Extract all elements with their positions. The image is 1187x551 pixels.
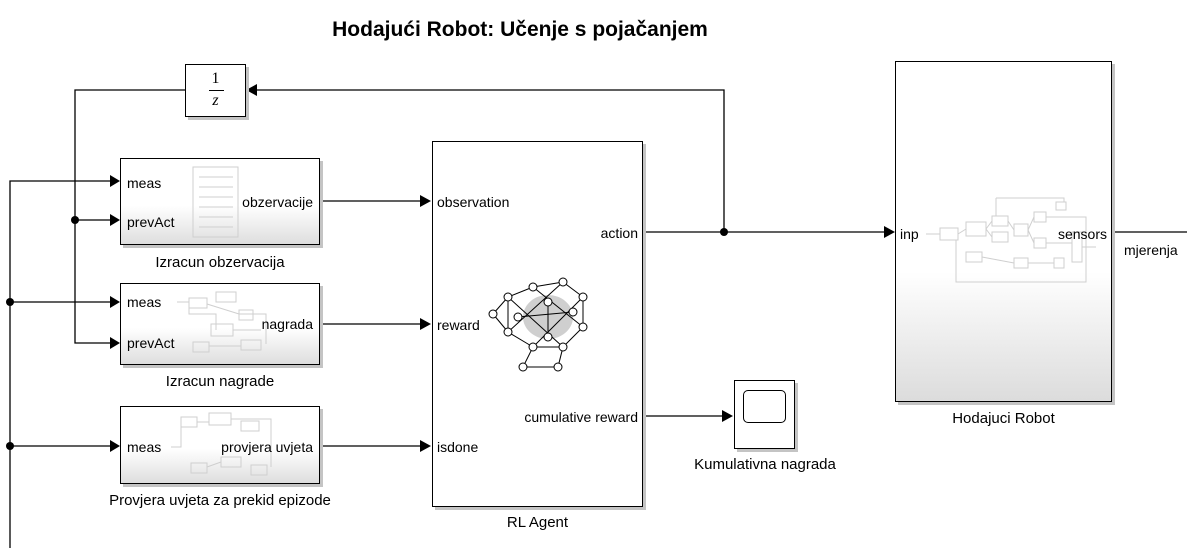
arrowhead — [246, 84, 257, 96]
port-cumulative-reward: cumulative reward — [524, 409, 638, 425]
feedback-line — [252, 89, 725, 232]
obzervacija-subsystem[interactable]: meas prevAct obzervacije — [120, 158, 320, 245]
meas-bus-line — [9, 180, 110, 548]
signal-label-mjerenja: mjerenja — [1124, 242, 1178, 258]
port-obzervacije: obzervacije — [242, 194, 313, 210]
arrowhead — [420, 318, 431, 330]
arrowhead — [110, 337, 120, 349]
port-provjera: provjera uvjeta — [221, 439, 313, 455]
port-isdone: isdone — [437, 439, 479, 455]
port-action: action — [600, 225, 638, 241]
port-nagrada: nagrada — [261, 316, 313, 332]
subsystem-preview-icon — [926, 197, 1096, 283]
port-meas: meas — [127, 294, 162, 310]
port-sensors: sensors — [1057, 226, 1107, 242]
port-meas: meas — [127, 439, 162, 455]
obzervacija-label: Izracun obzervacija — [155, 254, 285, 271]
robot-subsystem[interactable]: inp sensors — [895, 61, 1112, 402]
scope-block[interactable] — [734, 380, 795, 449]
provjera-label: Provjera uvjeta za prekid epizode — [109, 492, 331, 509]
port-meas: meas — [127, 175, 162, 191]
model-title: Hodajući Robot: Učenje s pojačanjem — [332, 18, 708, 41]
subsystem-preview-icon — [177, 291, 267, 353]
port-prevact: prevAct — [127, 214, 175, 230]
scope-icon — [743, 390, 786, 423]
subsystem-preview-icon — [192, 166, 239, 238]
nagrada-label: Izracun nagrade — [165, 373, 275, 390]
branch-point — [720, 228, 728, 236]
delay-denominator: z — [212, 92, 219, 109]
port-prevact: prevAct — [127, 335, 175, 351]
arrowhead — [110, 214, 120, 226]
arrowhead — [110, 296, 120, 308]
port-observation: observation — [437, 194, 510, 210]
arrowhead — [110, 440, 120, 452]
subsystem-preview-icon — [171, 412, 272, 476]
port-reward: reward — [437, 317, 480, 333]
branch-point — [6, 298, 14, 306]
provjera-subsystem[interactable]: meas provjera uvjeta — [120, 406, 320, 484]
nagrada-subsystem[interactable]: meas prevAct nagrada — [120, 283, 320, 365]
arrowhead — [420, 440, 431, 452]
arrowhead — [722, 410, 733, 422]
delay-numerator: 1 — [211, 70, 220, 87]
rl-agent-block[interactable]: observation reward isdone action cumulat… — [432, 141, 643, 507]
arrowhead — [420, 195, 431, 207]
unit-delay-block[interactable]: 1 z — [185, 64, 246, 117]
robot-label: Hodajuci Robot — [952, 410, 1055, 427]
arrowhead — [110, 175, 120, 187]
neural-network-icon — [488, 277, 588, 372]
fraction-bar — [209, 90, 224, 91]
port-inp: inp — [900, 226, 919, 242]
arrowhead — [884, 226, 895, 238]
branch-point — [71, 216, 79, 224]
scope-label: Kumulativna nagrada — [694, 456, 836, 473]
rl-agent-label: RL Agent — [506, 514, 569, 531]
branch-point — [6, 442, 14, 450]
